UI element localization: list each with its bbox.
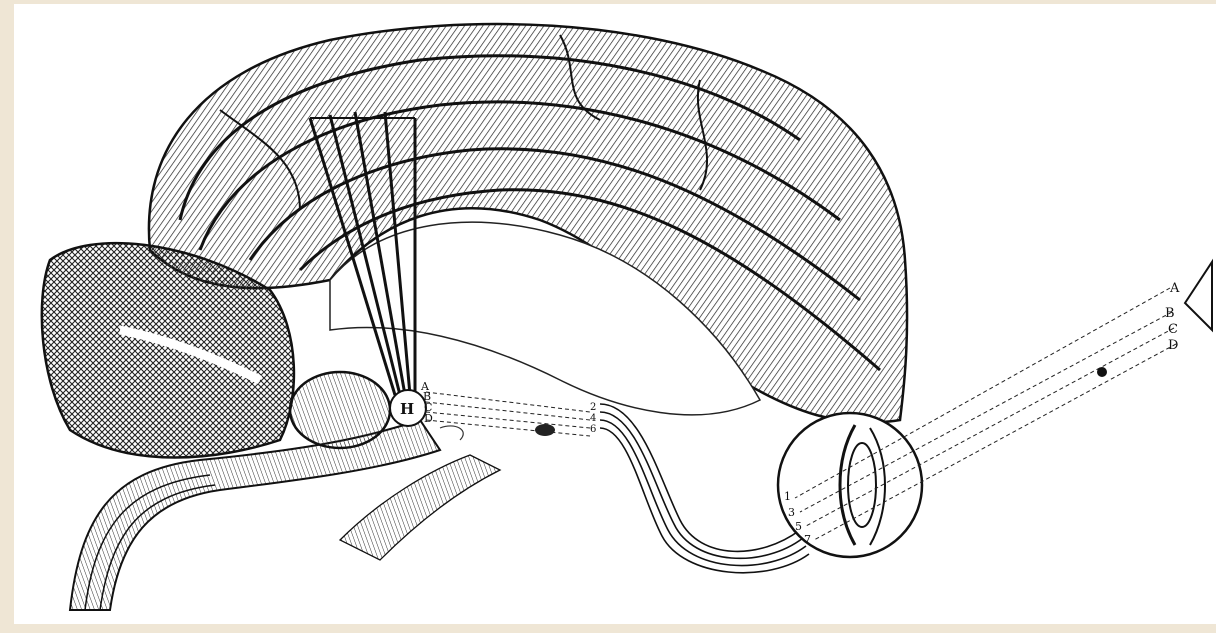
retina-label-5: 5 bbox=[795, 520, 802, 533]
midbrain bbox=[290, 372, 390, 448]
ray-dot bbox=[1097, 367, 1107, 377]
gland-label-d: D bbox=[424, 412, 433, 425]
gland-label-h: H bbox=[400, 400, 414, 418]
retina-label-7: 7 bbox=[804, 533, 811, 546]
nerve-label-4: 4 bbox=[590, 413, 596, 424]
ventricle-mark bbox=[535, 424, 555, 436]
retina-label-3: 3 bbox=[788, 506, 795, 519]
retina-label-1: 1 bbox=[784, 490, 791, 503]
object-label-a: A bbox=[1169, 281, 1180, 296]
object-label-b: B bbox=[1165, 306, 1175, 321]
nerve-label-6: 6 bbox=[590, 424, 596, 435]
object-label-c: C bbox=[1168, 322, 1178, 337]
nerve-label-2: 2 bbox=[590, 402, 596, 413]
object-label-d: D bbox=[1168, 338, 1178, 353]
